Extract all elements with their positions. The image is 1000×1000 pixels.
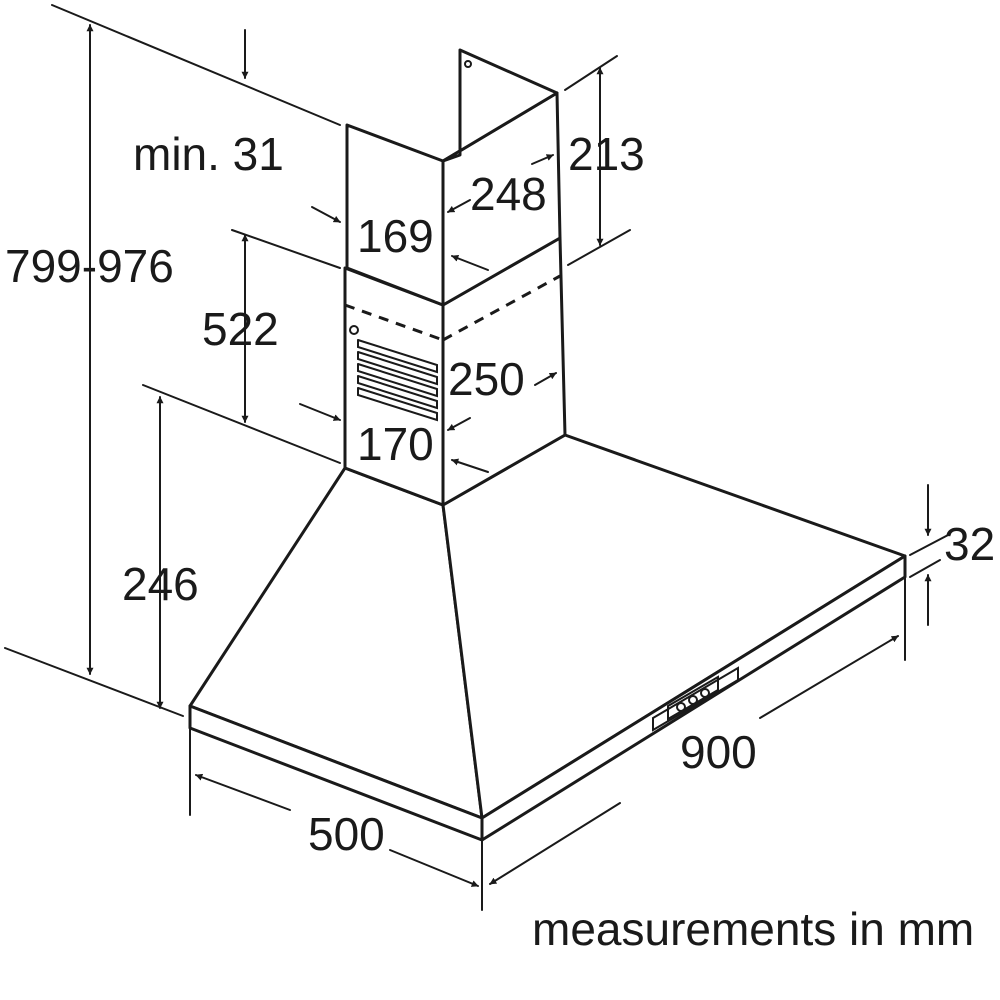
canopy-depth-arrow-right: [389, 849, 479, 887]
label-total-height: 799-976: [5, 240, 174, 292]
lower-depth-arrow-right: [451, 458, 489, 473]
lower-depth-arrow-left: [299, 403, 341, 421]
upper-depth-arrow-left: [311, 206, 341, 223]
dimension-labels: min. 31 799-976 213 248 169 522 250 170 …: [5, 128, 995, 860]
dimension-arrows: [86, 24, 932, 887]
label-upper-chimney-height: 213: [568, 128, 645, 180]
label-canopy-height: 246: [122, 558, 199, 610]
canopy-depth-arrow-left: [195, 773, 291, 811]
lower-width-arrow-right: [534, 372, 557, 386]
label-canopy-depth: 500: [308, 808, 385, 860]
label-canopy-width: 900: [680, 726, 757, 778]
canopy-width-arrow-left: [489, 802, 621, 885]
label-lower-chimney-height: 522: [202, 303, 279, 355]
units-note: measurements in mm: [532, 903, 974, 955]
vent-grille-icon: [349, 325, 438, 422]
label-min-gap: min. 31: [133, 128, 284, 180]
label-upper-chimney-width: 248: [470, 168, 547, 220]
lower-width-arrow-left: [447, 417, 471, 431]
label-upper-chimney-depth: 169: [357, 210, 434, 262]
label-canopy-edge-thickness: 32: [944, 518, 995, 570]
hood-outline: [188, 48, 907, 842]
bracket-screw-icon: [464, 60, 472, 68]
canopy-side-face: [441, 433, 907, 820]
label-lower-chimney-width: 250: [448, 353, 525, 405]
extension-lines: [4, 4, 951, 911]
control-panel-icon: [652, 666, 739, 732]
wall-bracket: [441, 48, 559, 163]
chimney-overlap-line-side: [442, 274, 561, 342]
canopy-width-arrow-right: [759, 635, 899, 719]
upper-width-arrow-left: [447, 199, 471, 213]
upper-depth-arrow-right: [451, 255, 489, 271]
label-lower-chimney-depth: 170: [357, 418, 434, 470]
upper-width-arrow-right: [531, 154, 554, 165]
